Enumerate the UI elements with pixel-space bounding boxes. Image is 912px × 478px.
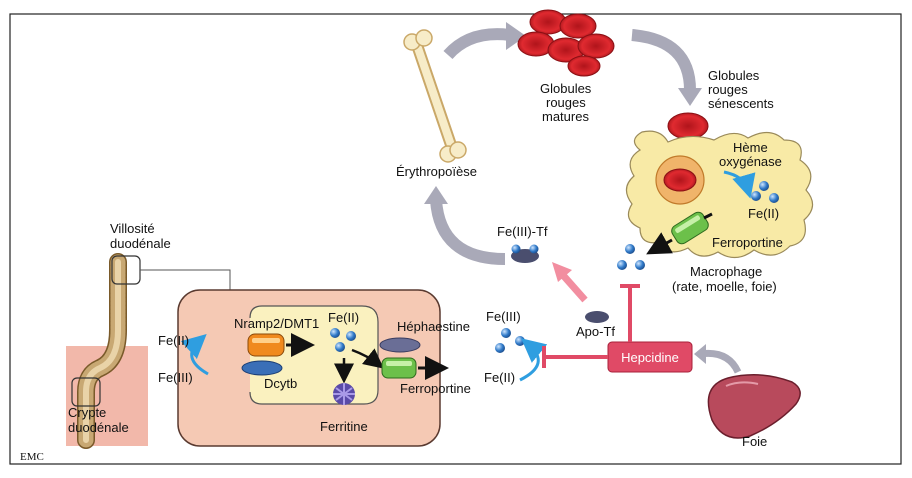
fe-reduction-arrow [180,333,209,376]
villosite-label-2: duodénale [110,236,171,251]
apo-tf-label: Apo-Tf [576,324,615,339]
ferroportin-macrophage [646,211,713,255]
dcytb-label: Dcytb [264,376,297,391]
hephaestin-protein [379,337,421,353]
fe-ii-macro-dots [751,181,779,203]
fe-iii-tf-complex [511,244,539,263]
erythropoiese-label: Érythropoïèse [396,164,477,179]
emc-logo: EMC [20,451,44,463]
globules-matures-label-2: rouges [546,95,586,110]
hephaestine-label: Héphaestine [397,319,470,334]
rbc-to-senescent-arrow [631,29,696,91]
erythropoiesis-to-rbc-arrow [443,28,511,60]
figure-frame [9,13,902,465]
globules-matures-label-3: matures [542,109,589,124]
macrophage-label-1: Macrophage [690,264,762,279]
globules-senescents-label-3: sénescents [708,96,774,111]
crypte-label-1: Crypte [68,405,106,420]
liver-organ [707,374,801,439]
fe-ii-lumen-label: Fe(II) [158,333,189,348]
fe-ii-cell-label: Fe(II) [328,310,359,325]
fe-oxidation-arrow [519,338,548,382]
globules-senescents-label-2: rouges [708,82,748,97]
apo-tf-protein [585,311,609,323]
ferritin-molecule [333,383,355,405]
senescent-rbc [667,112,709,140]
heme-oxygenase-arrow [723,170,756,199]
crypte-label-2: duodénale [68,420,129,435]
heme-label-1: Hème [733,140,768,155]
bone-icon [403,29,467,163]
nramp-transporter [247,333,315,357]
globules-matures-label-1: Globules [540,81,592,96]
fe-ii-cell-dots [330,328,356,352]
ferroportine-macro-label: Ferroportine [712,235,783,250]
mature-rbc-cluster [517,9,615,77]
apo-to-holo-arrow [559,271,588,303]
ferritine-label: Ferritine [320,419,368,434]
crypt-zoom-box [71,377,101,407]
macrophage-label-2: (rate, moelle, foie) [672,279,777,294]
fe-iii-blood-label: Fe(III) [486,309,521,324]
fe-iii-tf-label: Fe(III)-Tf [497,224,548,239]
fe-iii-lumen-label: Fe(III) [158,370,193,385]
fe-released-dots [617,244,645,270]
nramp-label: Nramp2/DMT1 [234,316,319,331]
fe-iii-blood-dots [495,328,525,353]
heme-label-2: oxygénase [719,154,782,169]
ferroportine-cell-label: Ferroportine [400,381,471,396]
fe-ii-macro-label: Fe(II) [748,206,779,221]
phagocytosed-rbc [655,155,705,205]
hepcidine-label: Hepcidine [621,350,679,365]
duodenal-villus [66,253,231,449]
villosite-label-1: Villosité [110,221,155,236]
tf-to-erythropoiesis-arrow [430,199,506,265]
dcytb-protein [241,360,283,376]
foie-label: Foie [742,434,767,449]
globules-senescents-label-1: Globules [708,68,760,83]
ferroportin-enterocyte [381,356,449,380]
fe-ii-blood-label: Fe(II) [484,370,515,385]
